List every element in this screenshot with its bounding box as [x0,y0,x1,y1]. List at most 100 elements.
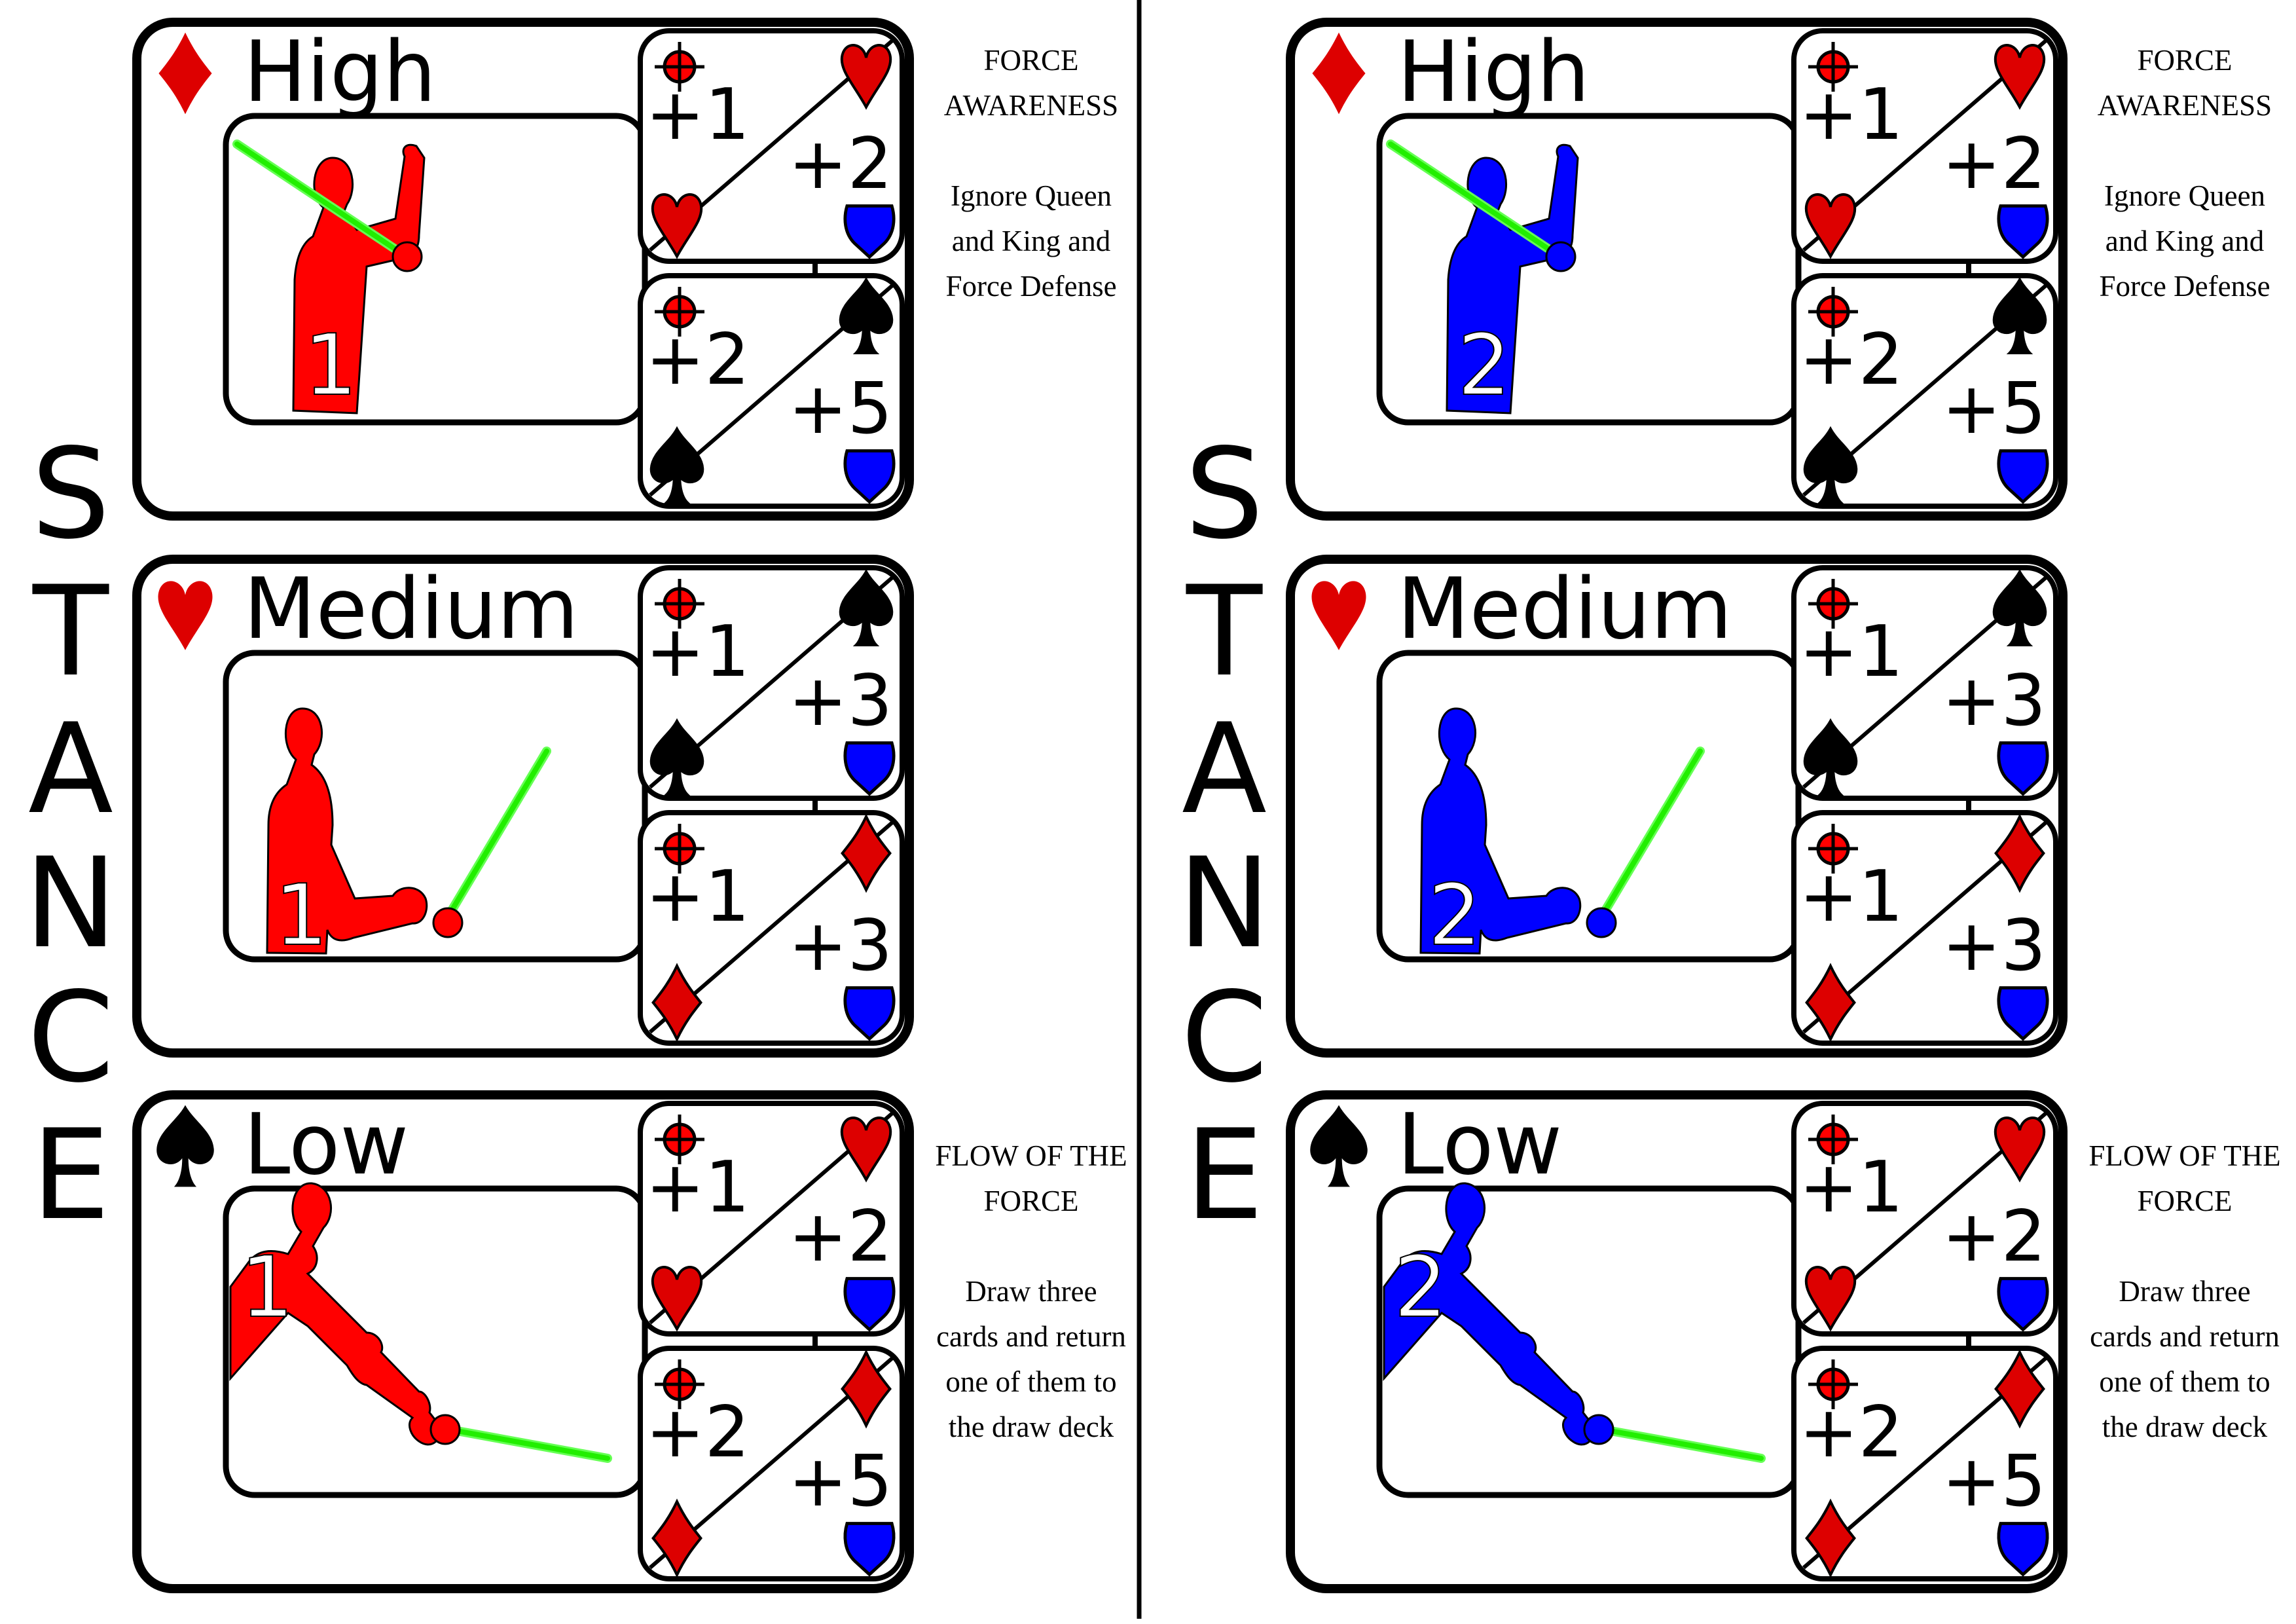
player-number: 1 [240,1239,293,1337]
ability-description: one of them to [945,1365,1116,1398]
player-number: 1 [304,317,357,415]
target-icon [1808,287,1858,337]
fencer-figure: 1 [232,139,426,415]
illustration-frame [1376,1185,1802,1498]
ability-title: AWARENESS [944,89,1118,122]
stance-name: High [1397,24,1590,121]
stance-title-letter: E [1185,1103,1264,1247]
player-sheet-right: STANCEHigh2+1+2+2+5FORCEAWARENESSIgnore … [1178,18,2281,1593]
ability-description: Ignore Queen [2104,179,2265,212]
ability-title: FORCE [983,1185,1078,1217]
stance-name: Medium [244,561,579,658]
accuracy-value: +1 [646,74,750,156]
fencer-figure: 1 [266,707,551,965]
lightsaber-blade [234,141,407,258]
stance-title-letter: C [1181,965,1268,1110]
ability-description: Force Defense [945,270,1116,303]
attack-card[interactable]: +1 +2 [638,1101,905,1337]
target-icon [1808,1115,1858,1164]
attack-card[interactable]: +1 +3 [638,810,905,1046]
accuracy-value: +1 [646,1147,750,1228]
ability-title: FLOW OF THE [2088,1139,2280,1172]
fencer-hand [1545,241,1576,272]
illustration-frame [223,1185,648,1498]
lightsaber-blade [1594,1426,1764,1461]
attack-card[interactable]: +1+3 [638,565,905,801]
target-icon [1808,42,1858,92]
stance-title-letter: A [1182,697,1267,841]
fencer-hand [392,241,423,272]
ability-description: one of them to [2099,1365,2270,1398]
attack-card[interactable]: +2+5 [638,1346,905,1581]
accuracy-value: +1 [646,856,750,938]
stance-name: Low [1397,1096,1562,1194]
damage-value: +5 [788,1441,892,1522]
ability-title: FORCE [2137,44,2232,77]
damage-value: +2 [788,123,892,205]
illustration-frame [223,113,648,426]
fencer-hand [1583,1414,1614,1445]
stance-ability: FLOW OF THE FORCE Draw three cards and retu… [2088,1139,2280,1443]
accuracy-value: +1 [1799,1147,1903,1228]
fencer-body [292,143,426,415]
ability-description: Draw three [965,1275,1097,1308]
target-icon [655,1115,704,1164]
ability-title: FORCE [2137,1185,2232,1217]
ability-description: and King and [952,225,1110,257]
damage-value: +3 [1942,660,2046,742]
ability-description: cards and return [2090,1320,2280,1353]
fencer-body [1383,1182,1595,1446]
accuracy-value: +2 [1799,1392,1903,1473]
attack-card[interactable]: +1 +2 [638,28,905,264]
stance-name: Low [244,1096,409,1194]
attack-card[interactable]: +2+5 [638,273,905,509]
lightsaber-blade [1596,748,1703,924]
ability-description: Draw three [2119,1275,2250,1308]
stance-name: Medium [1397,561,1732,658]
fencer-body [1446,143,1579,415]
attack-card[interactable]: +1 +2 [1791,1101,2058,1337]
attack-card[interactable]: +2+5 [1791,1346,2058,1581]
damage-value: +3 [788,905,892,987]
attack-card[interactable]: +1 +3 [1791,565,2058,801]
accuracy-value: +2 [1799,319,1903,401]
fencer-body [229,1182,441,1446]
attack-card[interactable]: +1+2 [1791,28,2058,264]
damage-value: +2 [788,1196,892,1278]
stance-title-letter: A [28,697,113,841]
target-icon [1808,824,1858,874]
stance-title-letter: T [32,559,109,704]
stance-title-letter: E [31,1103,110,1247]
stance-title-letter: S [31,422,111,566]
stance-title-letter: N [1178,831,1271,976]
attack-card[interactable]: +2+5 [1791,273,2058,509]
accuracy-value: +1 [1799,74,1903,156]
lightsaber-blade [440,1426,610,1461]
accuracy-value: +2 [646,319,750,401]
target-icon [655,824,704,874]
stance-title-letter: S [1185,422,1264,566]
fencer-hand [432,907,464,938]
target-icon [655,42,704,92]
attack-card[interactable]: +1+3 [1791,810,2058,1046]
target-icon [655,287,704,337]
accuracy-value: +1 [1799,611,1903,693]
damage-value: +3 [1942,905,2046,987]
damage-value: +2 [1942,1196,2046,1278]
ability-title: FORCE [983,44,1078,77]
player-number: 2 [1428,867,1481,965]
player-number: 2 [1394,1239,1447,1337]
ability-description: Force Defense [2099,270,2270,303]
stance-name: High [244,24,436,121]
fencer-figure: 1 [229,1182,612,1463]
